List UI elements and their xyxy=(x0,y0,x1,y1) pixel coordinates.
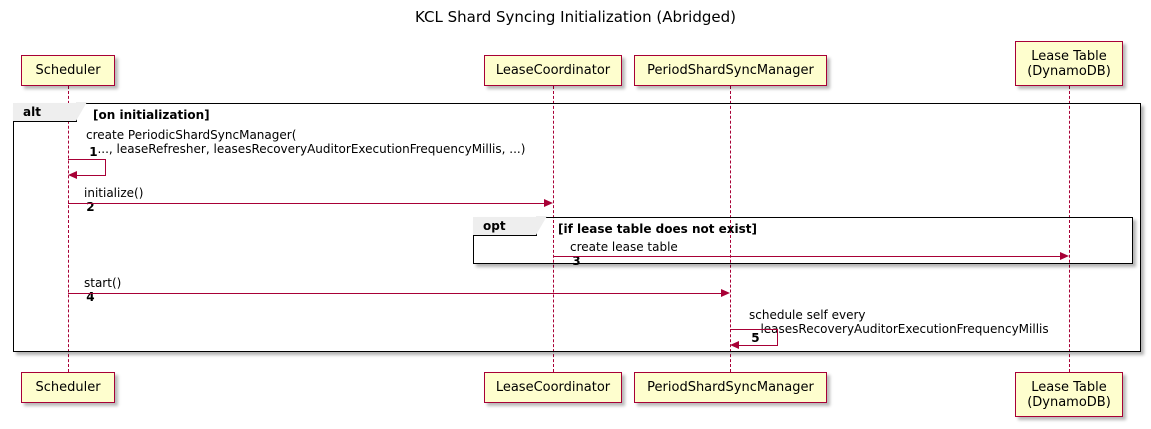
participant-label: Scheduler xyxy=(35,63,101,78)
message-1-seq: 1 xyxy=(89,145,98,159)
message-5-arrowhead xyxy=(730,341,739,349)
participant-label-line-2: (DynamoDB) xyxy=(1027,63,1111,79)
participant-lease-coordinator-top[interactable]: LeaseCoordinator xyxy=(484,55,622,86)
message-1-text-line-2: ..., leaseRefresher, leasesRecoveryAudit… xyxy=(86,142,526,156)
message-5-seq: 5 xyxy=(751,331,760,345)
message-1-arrowhead xyxy=(68,171,77,179)
fragment-alt-operator: alt xyxy=(13,102,87,122)
message-5-loop-top xyxy=(730,329,778,330)
fragment-opt-guard: [if lease table does not exist] xyxy=(558,222,758,236)
participant-label: PeriodShardSyncManager xyxy=(647,380,814,395)
message-2-arrowhead xyxy=(544,199,553,207)
participant-scheduler-top[interactable]: Scheduler xyxy=(21,55,115,86)
lifeline-lease-table xyxy=(1069,86,1070,372)
participant-label-line-2: (DynamoDB) xyxy=(1027,394,1111,410)
message-3-seq: 3 xyxy=(572,254,581,268)
participant-label: Scheduler xyxy=(35,380,101,395)
message-4-line xyxy=(68,293,722,294)
participant-period-shard-sync-manager-bottom[interactable]: PeriodShardSyncManager xyxy=(634,372,827,403)
message-4: 4 xyxy=(71,276,95,318)
message-4-text: start() xyxy=(84,276,122,290)
participant-label-line-1: Lease Table xyxy=(1031,379,1107,395)
participant-period-shard-sync-manager-top[interactable]: PeriodShardSyncManager xyxy=(634,55,827,86)
lifeline-lease-coordinator xyxy=(553,86,554,372)
message-3: 3 xyxy=(557,240,581,282)
fragment-alt xyxy=(13,103,1141,352)
message-1-loop-top xyxy=(68,159,106,160)
participant-label-line-1: Lease Table xyxy=(1031,48,1107,64)
message-2-line xyxy=(68,203,545,204)
message-5-text-line-2: leasesRecoveryAuditorExecutionFrequencyM… xyxy=(749,322,1049,336)
message-5-loop-bottom xyxy=(739,345,778,346)
message-3-arrowhead xyxy=(1060,252,1069,260)
message-4-arrowhead xyxy=(721,289,730,297)
message-2-seq: 2 xyxy=(86,200,95,214)
participant-label: PeriodShardSyncManager xyxy=(647,63,814,78)
participant-lease-table-bottom[interactable]: Lease Table (DynamoDB) xyxy=(1015,372,1123,417)
lifeline-period-shard-sync-manager xyxy=(730,86,731,372)
message-5-text-line-1: schedule self every xyxy=(749,308,866,322)
participant-scheduler-bottom[interactable]: Scheduler xyxy=(21,372,115,403)
message-4-seq: 4 xyxy=(86,290,95,304)
message-1-text-line-1: create PeriodicShardSyncManager( xyxy=(86,128,297,142)
message-3-line xyxy=(553,256,1061,257)
message-1-loop-bottom xyxy=(77,175,106,176)
fragment-opt-operator: opt xyxy=(473,216,547,236)
message-3-text: create lease table xyxy=(570,240,678,254)
fragment-opt xyxy=(473,217,1133,264)
participant-lease-table-top[interactable]: Lease Table (DynamoDB) xyxy=(1015,41,1123,86)
lifeline-scheduler xyxy=(68,86,69,372)
diagram-title: KCL Shard Syncing Initialization (Abridg… xyxy=(415,8,736,26)
message-1: 1 xyxy=(74,131,98,173)
participant-label: LeaseCoordinator xyxy=(495,63,611,78)
message-2-text: initialize() xyxy=(84,186,144,200)
participant-lease-coordinator-bottom[interactable]: LeaseCoordinator xyxy=(484,372,622,403)
message-5: 5 xyxy=(736,317,760,359)
participant-label: LeaseCoordinator xyxy=(495,380,611,395)
message-2: 2 xyxy=(71,186,95,228)
fragment-alt-guard: [on initialization] xyxy=(93,108,210,122)
message-1-loop-right xyxy=(105,159,106,176)
message-5-loop-right xyxy=(777,329,778,346)
